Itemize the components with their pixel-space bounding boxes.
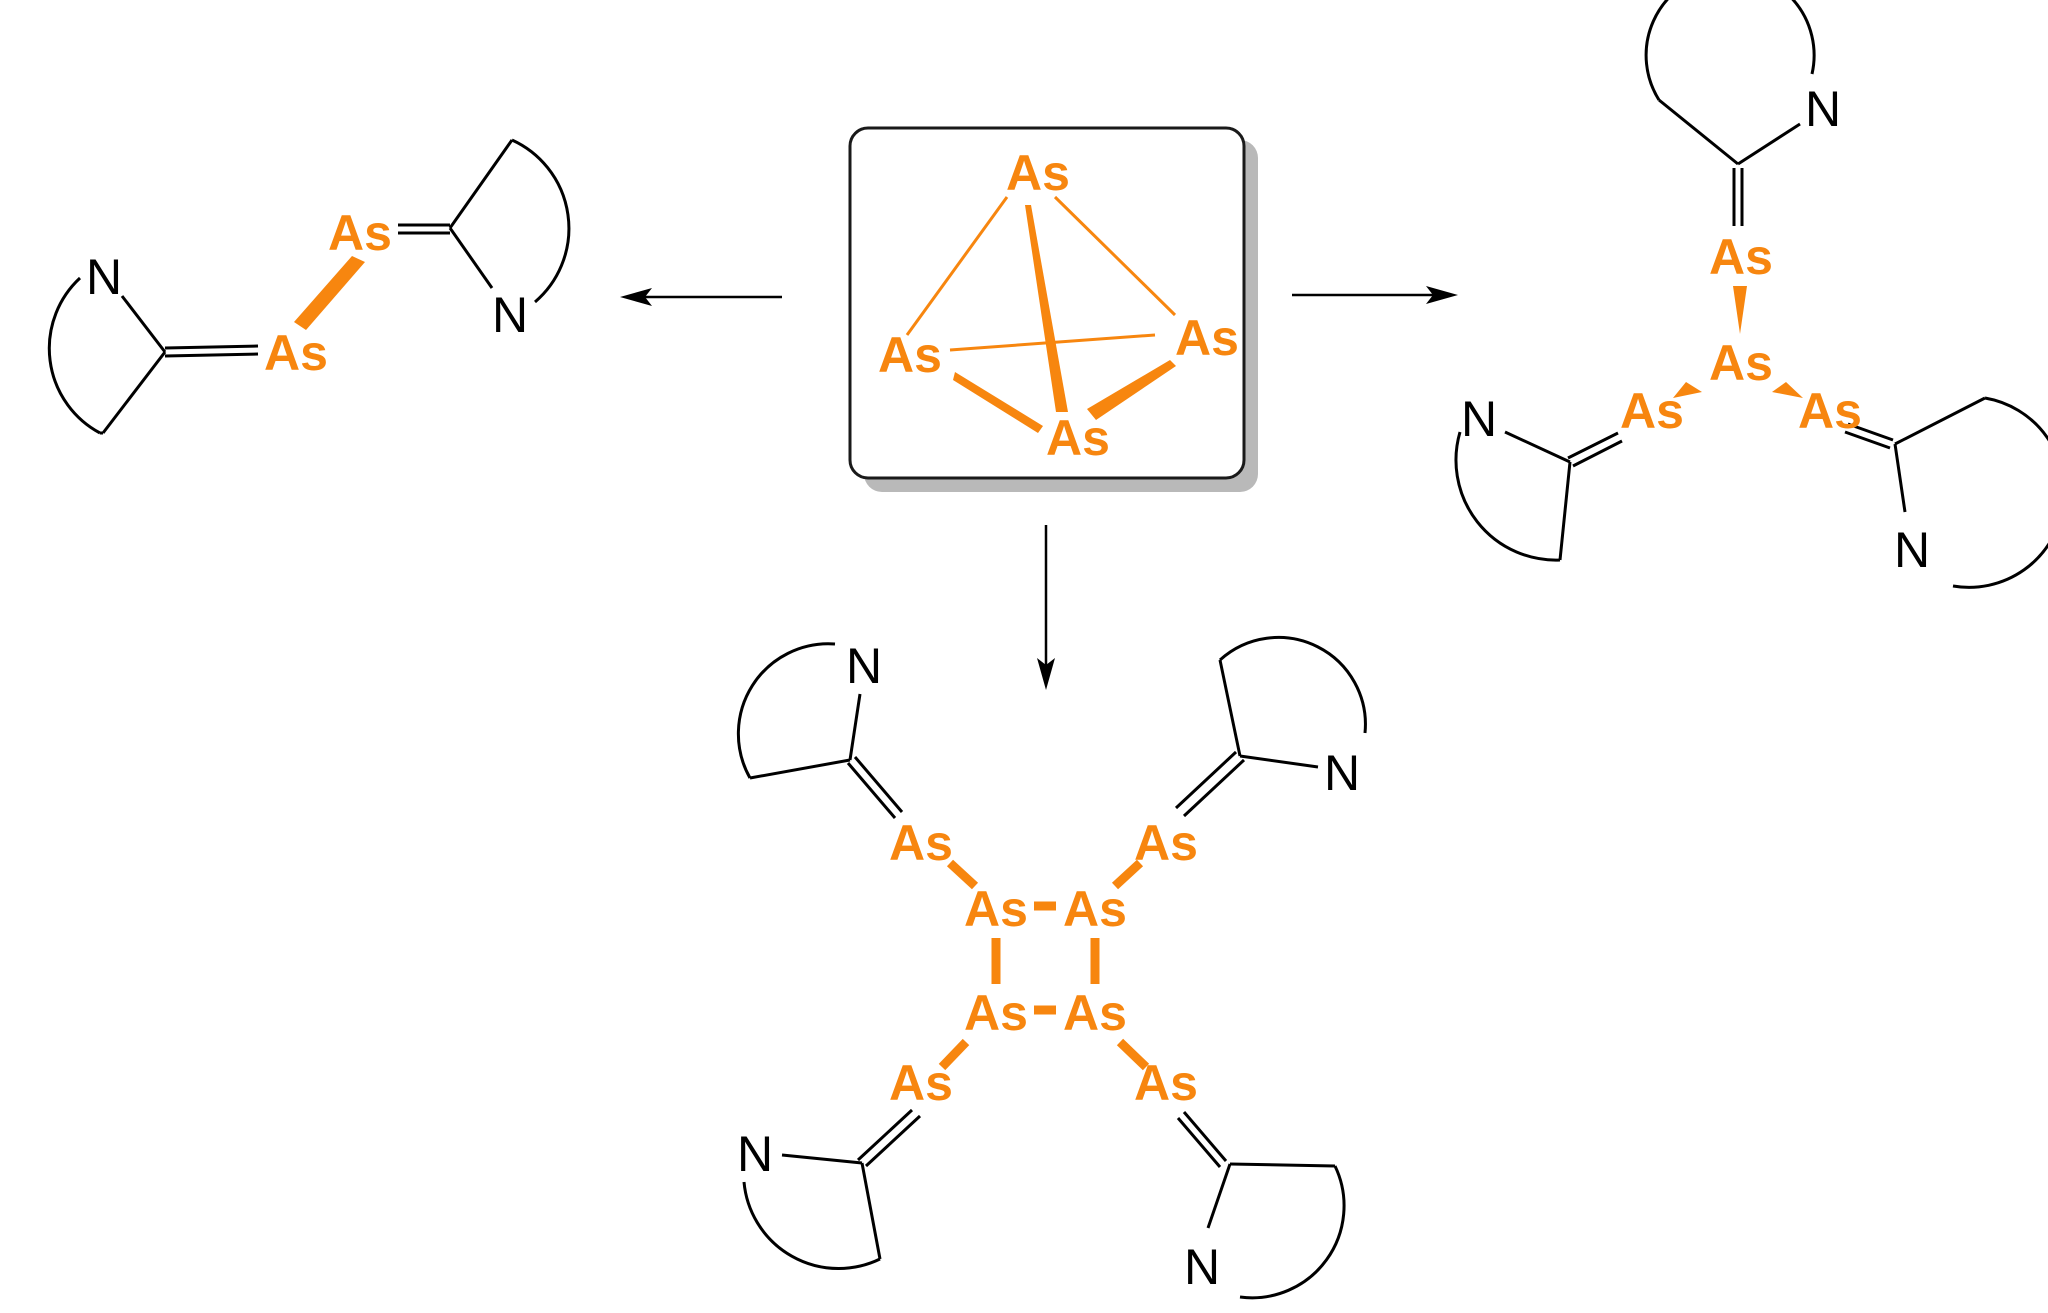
n-atom-right-top: N — [1805, 81, 1841, 137]
bottom-ring-upper-right — [1174, 635, 1367, 818]
tetrahedron-wedges — [953, 205, 1176, 433]
as-atom-triarsane-center: As — [1709, 335, 1773, 391]
bottom-ring-lower-right — [1176, 1111, 1346, 1300]
right-ring-top — [1644, 0, 1816, 226]
as-atom-exo-upper-right: As — [1134, 815, 1198, 871]
arrow-right — [1292, 286, 1458, 304]
as-atom-triarsane-right: As — [1798, 383, 1862, 439]
as-atom-right: As — [1175, 310, 1239, 366]
as-atom-triarsane-top: As — [1709, 229, 1773, 285]
triarsane-wedges — [1673, 286, 1803, 398]
as4-tetrahedron-panel: As As As As — [848, 126, 1258, 492]
bottom-ring-upper-left — [736, 642, 904, 819]
bottom-ring-lower-left — [742, 1108, 922, 1270]
n-atom-bottom-lower-right: N — [1184, 1239, 1220, 1295]
as-atom-exo-lower-left: As — [889, 1055, 953, 1111]
triarsane-product: N N N As As As As — [1454, 0, 2048, 589]
arrow-left — [620, 288, 782, 306]
n-atom-right-lower-right: N — [1894, 522, 1930, 578]
as-atom-ring-top-right: As — [1063, 881, 1127, 937]
as-atom-exo-lower-right: As — [1134, 1055, 1198, 1111]
n-atom-left-b: N — [492, 287, 528, 343]
as-atom-ring-bottom-right: As — [1063, 985, 1127, 1041]
as-atom-bottom: As — [1046, 410, 1110, 466]
n-atom-bottom-upper-left: N — [846, 638, 882, 694]
left-ring-a — [47, 276, 259, 435]
as-as-wedge-left — [294, 256, 365, 330]
as-atom-triarsane-left: As — [1620, 383, 1684, 439]
as-atom-exo-upper-left: As — [889, 815, 953, 871]
left-ring-b — [398, 138, 571, 304]
as-as-bonds — [938, 859, 1150, 1071]
reaction-arrows — [620, 286, 1458, 690]
arrow-down — [1037, 525, 1055, 690]
as-atom-left: As — [878, 327, 942, 383]
cyclotetraarsane-product: N N N N — [736, 635, 1367, 1300]
n-atom-bottom-upper-right: N — [1324, 745, 1360, 801]
diarsene-product: N N As As — [47, 138, 571, 435]
as-atom-ring-top-left: As — [964, 881, 1028, 937]
n-atom-left-a: N — [86, 249, 122, 305]
as-atom-diarsene-1: As — [328, 205, 392, 261]
right-ring-lower-right — [1844, 396, 2048, 589]
n-atom-bottom-lower-left: N — [737, 1126, 773, 1182]
right-ring-lower-left — [1454, 430, 1623, 562]
as-atom-top: As — [1006, 145, 1070, 201]
as-atom-diarsene-2: As — [264, 325, 328, 381]
as-atom-ring-bottom-left: As — [964, 985, 1028, 1041]
n-atom-right-lower-left: N — [1461, 391, 1497, 447]
